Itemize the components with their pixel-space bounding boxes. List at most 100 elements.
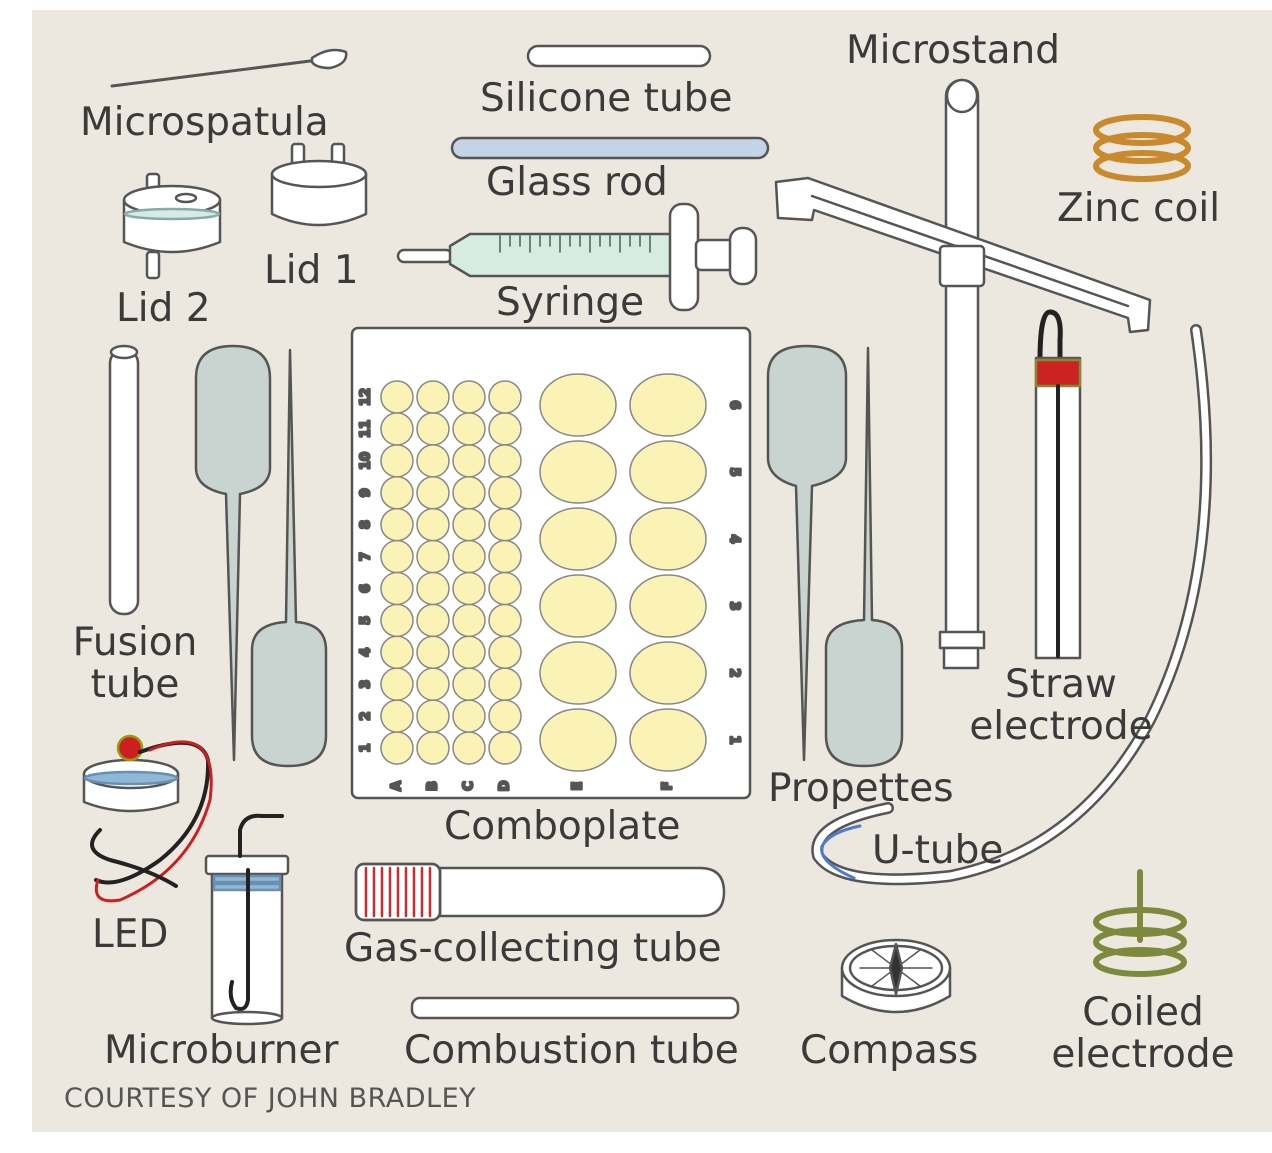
small-well xyxy=(380,699,414,733)
small-well xyxy=(452,603,486,638)
straw-electrode-drawing xyxy=(1034,309,1082,660)
label-lid-2: Lid 2 xyxy=(116,286,211,331)
large-row-number: 2 xyxy=(727,668,742,677)
small-well xyxy=(488,475,522,510)
small-well xyxy=(452,475,486,510)
combustion-tube-drawing xyxy=(410,996,740,1020)
u-tube-drawing xyxy=(811,324,1213,886)
label-coiled-electrode: Coiled electrode xyxy=(1040,992,1246,1076)
small-well xyxy=(380,603,414,638)
small-well xyxy=(452,412,486,446)
small-well xyxy=(452,731,486,765)
small-well xyxy=(416,731,450,765)
small-well xyxy=(380,635,414,670)
small-row-number: 6 xyxy=(359,584,374,593)
small-row-number: 1 xyxy=(359,743,374,752)
small-row-number: 9 xyxy=(359,488,374,497)
small-well xyxy=(416,603,450,638)
large-row-number: 1 xyxy=(727,735,742,744)
small-well xyxy=(452,380,486,414)
coiled-electrode-drawing xyxy=(1093,869,1187,977)
small-well xyxy=(380,412,414,446)
small-well xyxy=(416,475,450,510)
lid-1-drawing xyxy=(270,142,368,227)
label-combustion-tube: Combustion tube xyxy=(404,1028,739,1073)
column-letter: E xyxy=(571,782,586,791)
small-well xyxy=(452,539,486,574)
label-fusion-tube-line2: tube xyxy=(90,662,180,707)
column-letter: A xyxy=(390,781,405,791)
large-well xyxy=(629,373,707,437)
column-letter: F xyxy=(661,782,676,791)
column-letter: B xyxy=(426,781,441,791)
compass-drawing xyxy=(840,938,952,1014)
label-microburner: Microburner xyxy=(104,1028,339,1073)
large-well xyxy=(539,507,617,571)
zinc-coil-drawing xyxy=(1093,114,1191,182)
label-syringe: Syringe xyxy=(496,280,645,325)
large-well xyxy=(629,574,707,638)
large-row-number: 6 xyxy=(727,400,742,409)
microburner-drawing xyxy=(204,813,290,1026)
large-row-number: 5 xyxy=(727,467,742,476)
small-well xyxy=(488,635,522,670)
small-row-number: 10 xyxy=(359,452,374,470)
large-well xyxy=(539,373,617,437)
small-well xyxy=(380,507,414,542)
small-well xyxy=(488,412,522,446)
label-microspatula: Microspatula xyxy=(80,100,329,145)
label-coiled-electrode-line1: Coiled xyxy=(1082,990,1204,1035)
small-well xyxy=(380,380,414,414)
large-well xyxy=(629,507,707,571)
small-row-number: 8 xyxy=(359,520,374,529)
label-compass: Compass xyxy=(800,1028,979,1073)
silicone-tube-drawing xyxy=(526,44,712,68)
large-well xyxy=(539,440,617,504)
right-propettes-drawing xyxy=(766,344,904,768)
label-led: LED xyxy=(92,912,169,957)
small-row-number: 2 xyxy=(359,712,374,721)
large-well xyxy=(539,641,617,705)
small-well xyxy=(488,603,522,638)
small-well xyxy=(452,507,486,542)
label-straw-electrode-line1: Straw xyxy=(1005,662,1117,707)
large-well xyxy=(629,641,707,705)
small-well xyxy=(416,699,450,733)
small-well xyxy=(380,731,414,765)
small-row-number: 11 xyxy=(359,420,374,438)
label-straw-electrode-line2: electrode xyxy=(969,704,1153,749)
glass-rod-drawing xyxy=(450,136,770,160)
small-row-number: 7 xyxy=(359,552,374,561)
credit-text: COURTESY OF JOHN BRADLEY xyxy=(64,1083,477,1114)
small-well xyxy=(488,731,522,765)
fusion-tube-drawing xyxy=(108,344,140,616)
label-fusion-tube: Fusion tube xyxy=(60,622,210,706)
label-coiled-electrode-line2: electrode xyxy=(1051,1032,1235,1077)
small-well xyxy=(488,444,522,478)
label-comboplate: Comboplate xyxy=(444,804,681,849)
label-silicone-tube: Silicone tube xyxy=(480,76,733,121)
small-well xyxy=(452,571,486,606)
small-well xyxy=(416,571,450,606)
small-well xyxy=(452,699,486,733)
label-microstand: Microstand xyxy=(846,28,1060,73)
label-fusion-tube-line1: Fusion xyxy=(72,620,198,665)
left-propettes-drawing xyxy=(194,344,328,768)
column-letter: D xyxy=(498,780,513,791)
small-well xyxy=(380,475,414,510)
microstand-drawing xyxy=(774,78,1152,670)
label-propettes: Propettes xyxy=(768,766,954,811)
small-well xyxy=(452,667,486,701)
small-well xyxy=(380,667,414,701)
large-well xyxy=(539,574,617,638)
small-well xyxy=(416,444,450,478)
small-well xyxy=(416,507,450,542)
label-glass-rod: Glass rod xyxy=(486,160,668,205)
small-well xyxy=(416,667,450,701)
label-gas-collecting-tube: Gas-collecting tube xyxy=(344,926,722,971)
small-well xyxy=(416,635,450,670)
small-well xyxy=(488,699,522,733)
gas-collecting-tube-drawing xyxy=(354,862,726,922)
